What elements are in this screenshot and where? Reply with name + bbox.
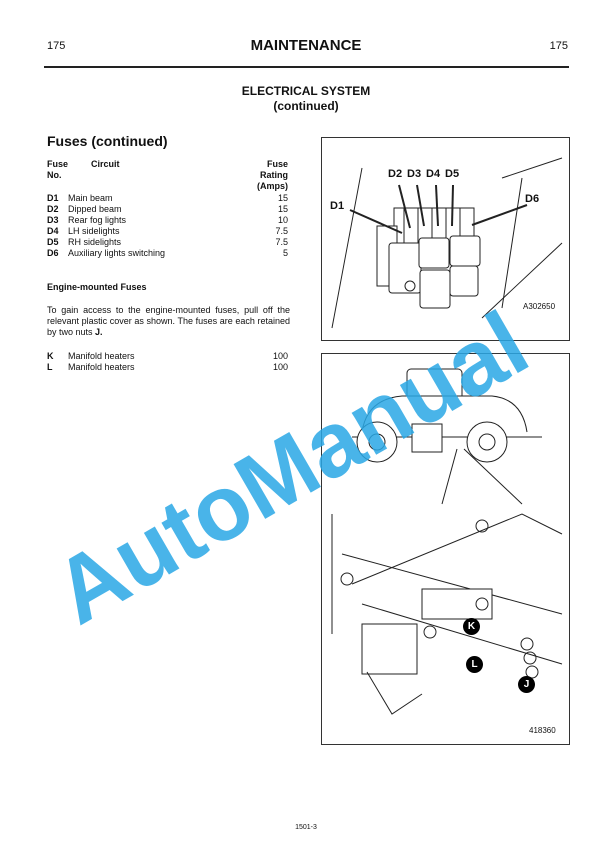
fuse-id: D5 (47, 237, 59, 247)
fuse-rating: 7.5 (275, 226, 288, 236)
figure-id: A302650 (523, 302, 556, 311)
engine-fuses-heading: Engine-mounted Fuses (47, 282, 147, 292)
label-d1: D1 (330, 200, 345, 212)
fuse-row: D1 Main beam 15 (47, 193, 288, 204)
fuse-circuit: LH sidelights (68, 226, 120, 236)
fuse-box-figure: D1 D2 D3 D4 D5 D6 A302650 (321, 137, 570, 341)
footer-code: 1501-3 (295, 824, 317, 831)
fuse-rating: 15 (277, 193, 288, 203)
fuse-rating: 10 (277, 215, 288, 225)
fuse-circuit: Dipped beam (68, 204, 122, 214)
fuse-rating: 15 (277, 204, 288, 214)
fuse-id: K (47, 351, 54, 361)
fuse-circuit: RH sidelights (68, 237, 122, 247)
label-d4: D4 (426, 168, 441, 180)
fuse-circuit: Manifold heaters (68, 362, 135, 372)
fuse-row: D3 Rear fog lights 10 (47, 215, 288, 226)
chapter-title: MAINTENANCE (250, 37, 362, 54)
col-rating-line: (Amps) (257, 181, 288, 191)
fuse-id: D4 (47, 226, 59, 236)
fuse-rating: 7.5 (275, 237, 288, 247)
label-k: K (463, 618, 480, 635)
fuse-rating: 100 (272, 351, 288, 361)
engine-fuse-row: L Manifold heaters 100 (47, 362, 288, 373)
engine-fuses-illustration (331, 368, 563, 715)
fuse-rating: 5 (282, 248, 288, 258)
engine-fuses-text: To gain access to the engine-mounted fus… (47, 305, 290, 338)
col-rating-line: Fuse (266, 159, 288, 169)
fuse-id: D3 (47, 215, 59, 225)
page-number-left: 175 (47, 40, 66, 52)
fuse-row: D2 Dipped beam 15 (47, 204, 288, 215)
col-no: No. (47, 170, 62, 180)
fuse-id: D2 (47, 204, 59, 214)
col-rating-line: Rating (260, 170, 288, 180)
fuse-circuit: Auxiliary lights switching (68, 248, 166, 258)
engine-fuses-figure: K L J 418360 (321, 353, 570, 745)
label-d6: D6 (525, 193, 540, 205)
fuse-row: D6 Auxiliary lights switching 5 (47, 248, 288, 259)
fuse-circuit: Main beam (68, 193, 113, 203)
fuse-row: D4 LH sidelights 7.5 (47, 226, 288, 237)
fuse-rating: 100 (272, 362, 288, 372)
fuse-row: D5 RH sidelights 7.5 (47, 237, 288, 248)
fuses-heading: Fuses (continued) (47, 133, 168, 149)
fuse-id: L (47, 362, 53, 372)
col-circuit: Circuit (91, 159, 120, 169)
header-rule (44, 66, 569, 68)
fuse-id: D6 (47, 248, 59, 258)
fuse-circuit: Manifold heaters (68, 351, 135, 361)
engine-fuse-row: K Manifold heaters 100 (47, 351, 288, 362)
fuse-id: D1 (47, 193, 59, 203)
body-text-bold: J. (95, 327, 103, 337)
label-d5: D5 (445, 168, 460, 180)
label-l: L (466, 656, 483, 673)
figure-id: 418360 (529, 726, 556, 735)
label-d3: D3 (407, 168, 422, 180)
page-number-right: 175 (549, 40, 568, 52)
fuse-box-illustration (331, 157, 563, 329)
body-text: To gain access to the engine-mounted fus… (47, 305, 290, 337)
section-title: ELECTRICAL SYSTEM (241, 84, 371, 98)
label-j: J (518, 676, 535, 693)
col-rating: Fuse Rating (Amps) (257, 159, 288, 192)
section-subtitle: (continued) (273, 99, 339, 113)
label-d2: D2 (388, 168, 403, 180)
fuse-circuit: Rear fog lights (68, 215, 127, 225)
col-fuse: Fuse (47, 159, 69, 169)
